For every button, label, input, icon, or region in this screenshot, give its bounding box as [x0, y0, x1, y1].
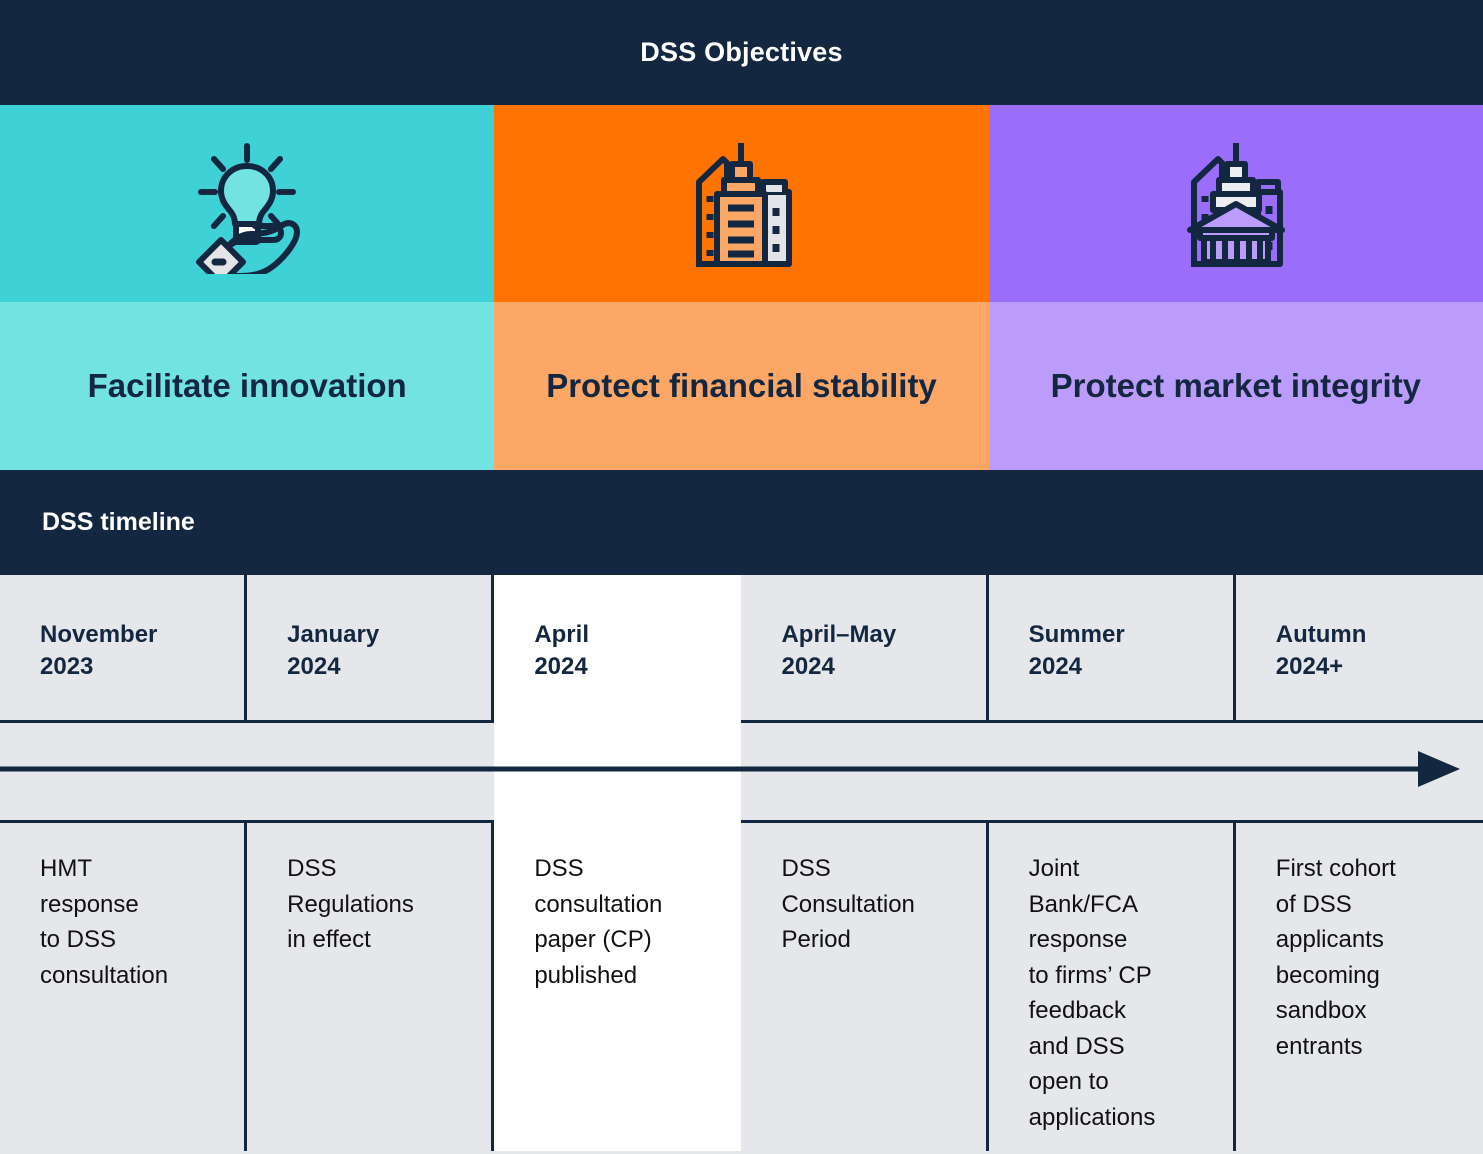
objective-label: Facilitate innovation [87, 366, 407, 404]
timeline-body-cell: Joint Bank/FCA response to firms’ CP fee… [988, 823, 1236, 1151]
timeline-body-row: HMT response to DSS consultation DSS Reg… [0, 823, 1483, 1151]
timeline-body-text: DSS consultation paper (CP) published [534, 855, 663, 989]
timeline-arrow-row [0, 723, 1483, 823]
timeline-grid: November 2023 January 2024 April 2024 Ap… [0, 575, 1483, 1154]
timeline-arrow-cell [741, 723, 989, 823]
timeline-arrow-cell [988, 723, 1236, 823]
timeline-date-cell: January 2024 [247, 575, 495, 723]
timeline-date-label: November 2023 [40, 621, 158, 680]
timeline-arrow-cell [247, 723, 495, 823]
timeline-body-cell-highlighted: DSS consultation paper (CP) published [494, 823, 742, 1151]
timeline-date-cell-highlighted: April 2024 [494, 575, 742, 723]
objective-card-facilitate-innovation: Facilitate innovation [0, 105, 495, 470]
timeline-body-text: HMT response to DSS consultation [40, 855, 169, 989]
timeline-section-header: DSS timeline [0, 470, 1483, 575]
timeline-date-label: April–May 2024 [781, 621, 897, 680]
objective-label: Protect market integrity [1050, 366, 1422, 404]
objective-icon-cell [494, 105, 989, 302]
objectives-section: Facilitate innovation [0, 105, 1483, 470]
page-title: DSS Objectives [640, 37, 843, 67]
timeline-body-text: DSS Consultation Period [781, 855, 915, 954]
timeline-date-cell: November 2023 [0, 575, 248, 723]
timeline-body-text: Joint Bank/FCA response to firms’ CP fee… [1028, 855, 1156, 1131]
timeline-date-label: Summer 2024 [1028, 621, 1125, 680]
timeline-section-title: DSS timeline [42, 508, 195, 536]
timeline-date-label: April 2024 [534, 621, 589, 680]
objective-card-protect-market-integrity: Protect market integrity [988, 105, 1483, 470]
timeline-body-text: DSS Regulations in effect [287, 855, 414, 954]
objective-label-cell: Protect financial stability [494, 302, 989, 470]
objective-card-protect-financial-stability: Protect financial stability [494, 105, 989, 470]
city-buildings-icon [671, 134, 811, 274]
timeline-body-cell: DSS Consultation Period [741, 823, 989, 1151]
timeline-body-cell: HMT response to DSS consultation [0, 823, 248, 1151]
timeline-body-cell: First cohort of DSS applicants becoming … [1235, 823, 1483, 1151]
timeline-arrow-cell [1235, 723, 1483, 823]
timeline-date-cell: Summer 2024 [988, 575, 1236, 723]
timeline-date-label: January 2024 [287, 621, 380, 680]
hand-holding-lightbulb-icon [177, 134, 317, 274]
timeline-date-cell: April–May 2024 [741, 575, 989, 723]
objective-icon-cell [988, 105, 1483, 302]
objective-label: Protect financial stability [546, 366, 937, 404]
timeline-arrow-cell [0, 723, 248, 823]
bank-columns-building-icon [1166, 134, 1306, 274]
objective-label-cell: Protect market integrity [988, 302, 1483, 470]
timeline-body-text: First cohort of DSS applicants becoming … [1275, 855, 1396, 1060]
objective-icon-cell [0, 105, 495, 302]
timeline-date-cell: Autumn 2024+ [1235, 575, 1483, 723]
page-header: DSS Objectives [0, 0, 1483, 105]
timeline-date-label: Autumn 2024+ [1275, 621, 1367, 680]
timeline-arrow-cell-highlighted [494, 723, 742, 823]
timeline-body-cell: DSS Regulations in effect [247, 823, 495, 1151]
objective-label-cell: Facilitate innovation [0, 302, 495, 470]
timeline-dates-row: November 2023 January 2024 April 2024 Ap… [0, 575, 1483, 723]
